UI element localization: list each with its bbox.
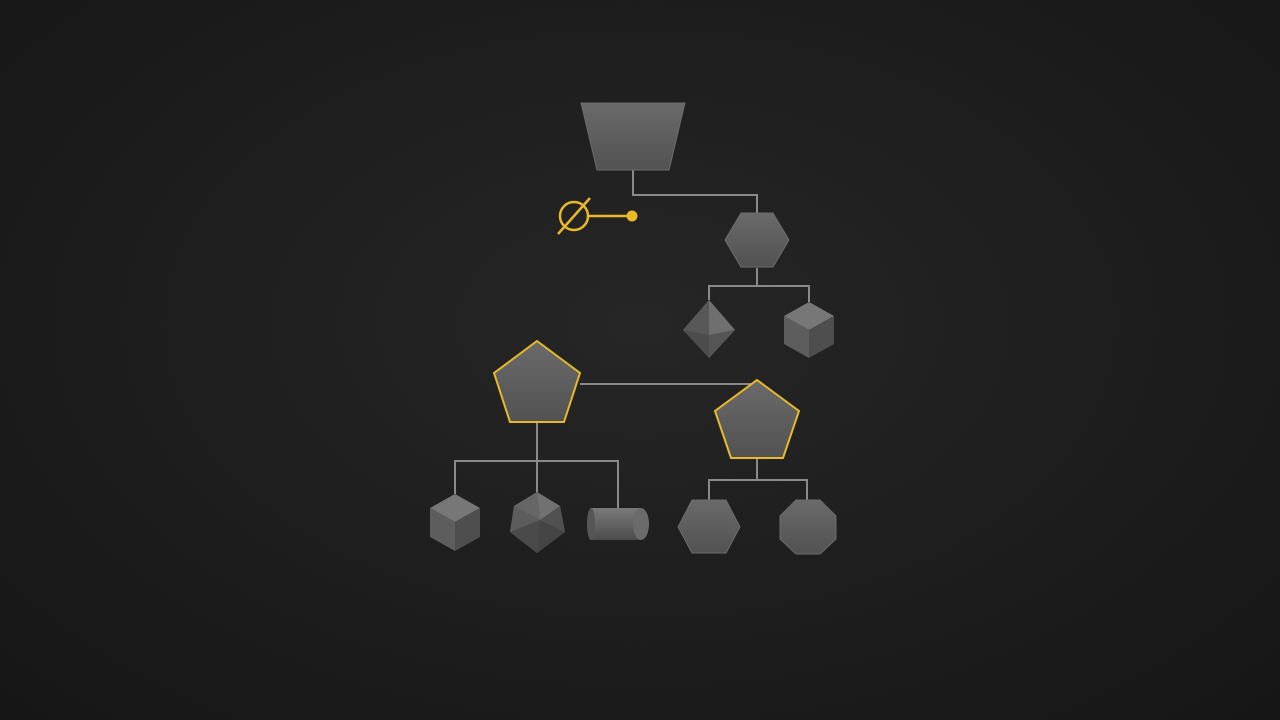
hexagon-node-b (677, 499, 741, 554)
cylinder-node (587, 508, 649, 540)
hexagon-node (724, 212, 790, 268)
cube-node-a (784, 302, 834, 358)
pentagon-node-left (492, 339, 582, 423)
edge-pentagon-left-branch (454, 460, 619, 508)
edge-root-hexagon (632, 170, 758, 213)
empty-set-icon (557, 197, 638, 235)
pentagon-node-right (713, 378, 801, 459)
octagon-node (779, 499, 837, 555)
edge-hexagon-cube (757, 285, 810, 302)
root-trapezoid-node (580, 102, 686, 171)
cube-node-b (430, 494, 480, 551)
edge-hexagon-children (708, 268, 758, 300)
edge-pentagon-right-branch (708, 479, 808, 500)
connectors (454, 170, 810, 508)
octahedron-node-a (683, 300, 735, 358)
polyhedron-node (510, 492, 565, 553)
